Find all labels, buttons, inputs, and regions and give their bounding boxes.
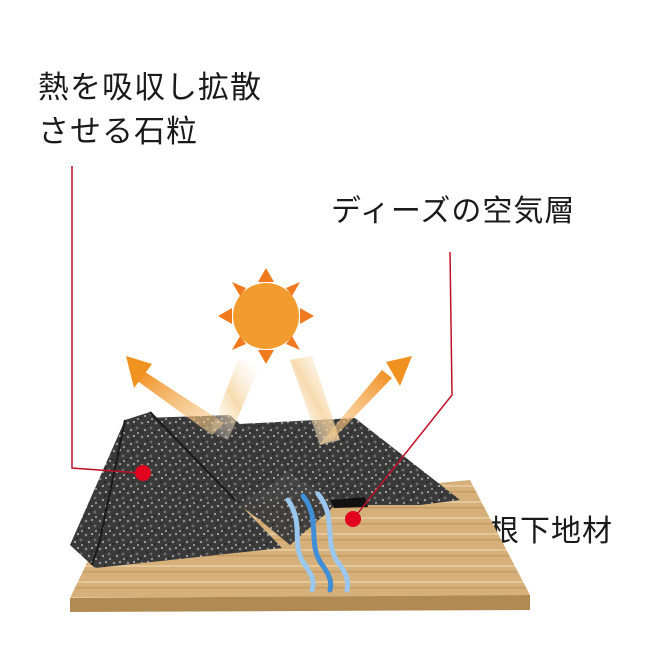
sun-icon: [218, 268, 314, 364]
stone-granules-label-line1: 熱を吸収し拡散: [38, 70, 262, 106]
stone-granules-label-line2: させる石粒: [38, 114, 198, 150]
stone-granules-label: 熱を吸収し拡散 させる石粒: [38, 66, 262, 154]
reflection-arrows: [126, 356, 412, 446]
arrow-up-right-icon: [318, 356, 412, 446]
air-layer-label: ディーズの空気層: [331, 194, 576, 229]
stone-granules-callout: [71, 166, 151, 481]
arrow-up-left-icon: [126, 356, 224, 435]
air-layer-callout: [345, 251, 453, 527]
shingle-layer: [70, 411, 460, 568]
airflow-waves-icon: [285, 491, 351, 593]
